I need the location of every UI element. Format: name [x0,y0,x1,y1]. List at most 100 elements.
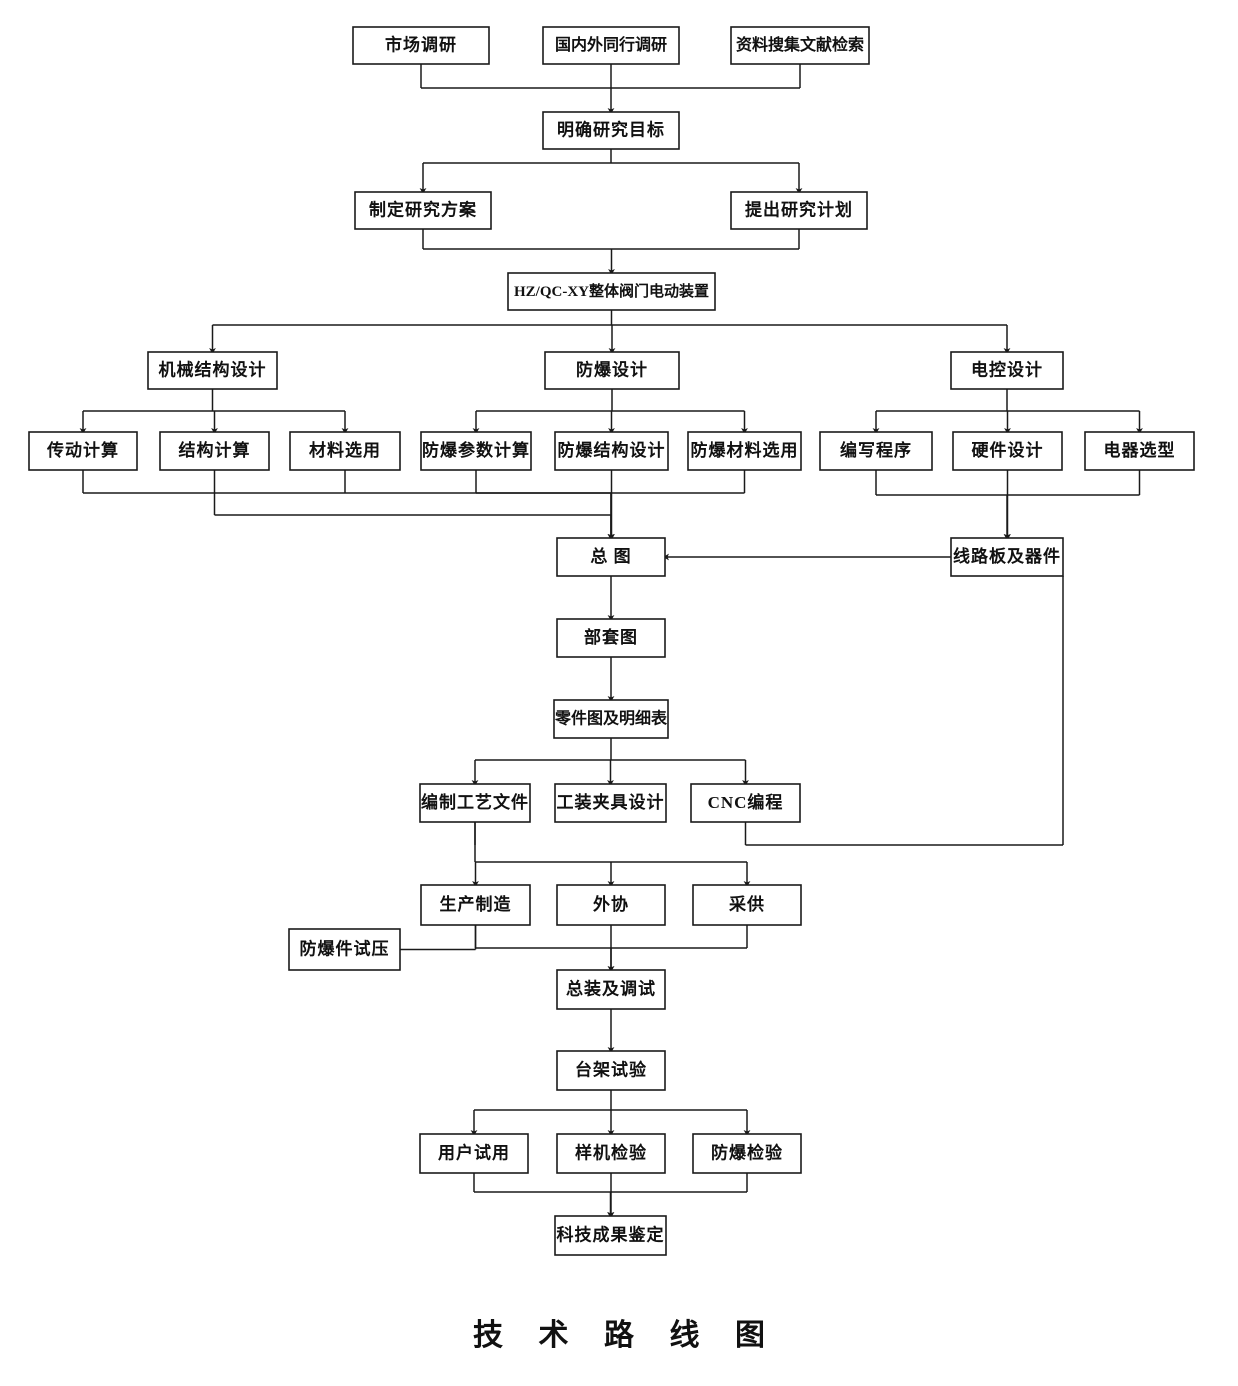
flow-node[interactable]: 市场调研 [352,26,490,65]
node-label: 外协 [593,894,629,914]
node-label: 提出研究计划 [745,199,853,219]
node-box [288,928,401,971]
flow-node[interactable]: 防爆设计 [544,351,680,390]
node-box [690,783,801,823]
node-label: 总 图 [590,546,631,566]
node-box [352,26,490,65]
node-box [354,191,492,230]
flow-node[interactable]: 零件图及明细表 [553,699,669,739]
flow-node[interactable]: 工装夹具设计 [554,783,667,823]
node-box [159,431,270,471]
flow-node[interactable]: 科技成果鉴定 [554,1215,667,1256]
node-label: 传动计算 [46,440,119,460]
node-box [420,431,532,471]
flow-node[interactable]: 总 图 [556,537,666,577]
node-box [542,111,680,150]
node-label: 电控设计 [971,359,1043,379]
node-box [556,969,666,1010]
node-label: 编写程序 [840,440,912,460]
flow-node[interactable]: 样机检验 [556,1133,666,1174]
node-label: 样机检验 [575,1142,647,1162]
flow-node[interactable]: 制定研究方案 [354,191,492,230]
node-label: 硬件设计 [972,440,1044,460]
node-box [507,272,716,311]
flow-node[interactable]: 防爆结构设计 [554,431,669,471]
node-box [730,191,868,230]
node-label: 防爆设计 [576,359,648,379]
flow-node[interactable]: 防爆件试压 [288,928,401,971]
node-label: 制定研究方案 [369,199,477,219]
node-box [28,431,138,471]
node-label: 防爆参数计算 [422,440,530,460]
node-label: 防爆检验 [711,1142,783,1162]
flow-node[interactable]: 编制工艺文件 [419,783,531,823]
node-label: 防爆结构设计 [558,440,666,460]
flow-node[interactable]: 台架试验 [556,1050,666,1091]
flow-node[interactable]: 机械结构设计 [147,351,278,390]
flow-node[interactable]: 电控设计 [950,351,1064,390]
node-box [556,884,666,926]
flow-node[interactable]: 线路板及器件 [950,537,1064,577]
flow-node[interactable]: CNC编程 [690,783,801,823]
node-box [556,1050,666,1091]
node-box [687,431,802,471]
flow-node[interactable]: 材料选用 [289,431,401,471]
node-box [952,431,1063,471]
flow-node[interactable]: 国内外同行调研 [542,26,680,65]
node-label: 台架试验 [575,1059,647,1079]
node-box [544,351,680,390]
node-box [554,783,667,823]
flow-node[interactable]: 外协 [556,884,666,926]
flow-node[interactable]: 防爆参数计算 [420,431,532,471]
flow-node[interactable]: 传动计算 [28,431,138,471]
flow-node[interactable]: 提出研究计划 [730,191,868,230]
flow-node[interactable]: 生产制造 [420,884,531,926]
flow-node[interactable]: 资料搜集文献检索 [730,26,870,65]
node-label: 市场调研 [385,34,457,54]
flow-node[interactable]: 电器选型 [1084,431,1195,471]
node-label: 零件图及明细表 [554,709,668,728]
node-label: 生产制造 [440,894,512,914]
flow-node[interactable]: 防爆检验 [692,1133,802,1174]
node-box [556,537,666,577]
node-label: 国内外同行调研 [555,35,667,54]
node-box [419,783,531,823]
flow-node[interactable]: 编写程序 [819,431,933,471]
flow-node[interactable]: HZ/QC-XY整体阀门电动装置 [507,272,716,311]
flow-node[interactable]: 用户试用 [419,1133,529,1174]
node-label: 编制工艺文件 [421,792,529,812]
node-label: 部套图 [584,627,638,647]
node-label: 防爆材料选用 [691,440,799,460]
node-box [419,1133,529,1174]
node-label: 电器选型 [1104,440,1176,460]
node-box [730,26,870,65]
flow-node[interactable]: 总装及调试 [556,969,666,1010]
flow-node[interactable]: 部套图 [556,618,666,658]
flow-node[interactable]: 结构计算 [159,431,270,471]
edge-layer [79,64,1143,1218]
node-label: 材料选用 [309,440,381,460]
node-box [1084,431,1195,471]
flow-node[interactable]: 明确研究目标 [542,111,680,150]
node-label: 结构计算 [179,440,251,460]
node-label: 线路板及器件 [953,546,1061,566]
diagram-title: 技 术 路 线 图 [473,1319,779,1352]
node-label: CNC编程 [708,792,784,812]
flow-node[interactable]: 采供 [692,884,802,926]
flow-node[interactable]: 硬件设计 [952,431,1063,471]
node-label: 机械结构设计 [159,359,267,379]
node-box [289,431,401,471]
node-label: 科技成果鉴定 [557,1224,665,1244]
node-label: 资料搜集文献检索 [736,35,864,54]
flow-node[interactable]: 防爆材料选用 [687,431,802,471]
node-box [553,699,669,739]
node-box [542,26,680,65]
node-box [950,537,1064,577]
node-label: 明确研究目标 [557,119,665,139]
node-label: 总装及调试 [566,978,656,998]
node-box [556,1133,666,1174]
node-box [692,1133,802,1174]
